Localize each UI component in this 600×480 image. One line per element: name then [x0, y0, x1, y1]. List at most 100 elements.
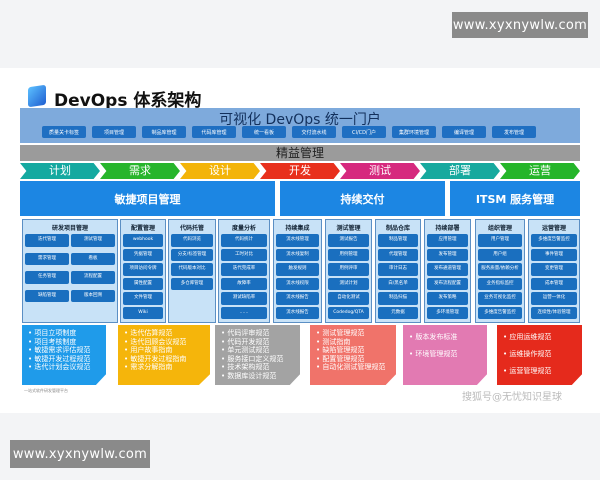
phase-0: 计划 — [20, 163, 100, 179]
column-title: 研发项目管理 — [51, 225, 88, 232]
module-item[interactable]: 版本回溯 — [71, 289, 115, 302]
module-item[interactable]: 缺陷管理 — [25, 289, 69, 302]
module-item[interactable]: 迭代完成率 — [221, 263, 267, 276]
module-item[interactable]: 代理管理 — [378, 248, 418, 261]
portal-button[interactable]: CI/CD门户 — [342, 126, 386, 138]
module-item[interactable]: 变更管理 — [531, 263, 577, 276]
module-item[interactable]: 迭代管理 — [25, 234, 69, 247]
note-item: 迭代回顾会议规范 — [124, 338, 204, 347]
module-item[interactable]: 用户组 — [478, 248, 522, 261]
module-item[interactable]: Codedog/QTA — [328, 306, 369, 319]
module-item[interactable]: 代码统计 — [221, 234, 267, 247]
module-item[interactable]: 服务质量/依赖分析 — [478, 263, 522, 276]
module-item[interactable]: 属性配置 — [123, 277, 163, 290]
module-item[interactable]: 发布通道管理 — [427, 263, 468, 276]
module-item[interactable]: 流水线报告 — [276, 306, 319, 319]
phase-1: 需求 — [100, 163, 180, 179]
column-items: 流水线管理流水线复制触发规则流水线权限流水线报告流水线报告 — [276, 234, 319, 319]
portal-button[interactable]: 项目管理 — [92, 126, 136, 138]
module-item[interactable]: 运营一体化 — [531, 292, 577, 305]
module-item[interactable]: 流水线复制 — [276, 248, 319, 261]
module-item[interactable]: 流水线报告 — [276, 292, 319, 305]
module-item[interactable]: 发布策略 — [427, 292, 468, 305]
module-item[interactable]: 制品扫描 — [378, 292, 418, 305]
module-item[interactable]: …… — [221, 306, 267, 319]
module-item[interactable]: 元数据 — [378, 306, 418, 319]
module-item[interactable]: 任务管理 — [25, 271, 69, 284]
phase-4: 测试 — [340, 163, 420, 179]
module-item[interactable]: 发布流程配置 — [427, 277, 468, 290]
standards-note: 测试管理规范测试指南缺陷管理规范配置管理规范自动化测试管理规范 — [310, 325, 396, 385]
module-item[interactable]: 需求管理 — [25, 252, 69, 265]
module-item[interactable]: 应用管理 — [427, 234, 468, 247]
note-item: 敏捷开发过程指南 — [124, 355, 204, 364]
module-item[interactable]: 流程配置 — [71, 271, 115, 284]
column-title: 运营管理 — [541, 225, 566, 232]
module-item[interactable]: 代码浏览 — [171, 234, 213, 247]
module-item[interactable]: 项目访问令牌 — [123, 263, 163, 276]
column-items: 迭代管理测试管理需求管理看板任务管理流程配置缺陷管理版本回溯 — [25, 234, 115, 302]
module-item[interactable]: 多维度告警监控 — [478, 306, 522, 319]
lean-management-band: 精益管理 — [20, 145, 580, 161]
cube-logo-icon — [28, 84, 46, 108]
standards-note: 迭代估算规范迭代回顾会议规范用户故事指南敏捷开发过程指南需求分解指南 — [118, 325, 210, 385]
module-item[interactable]: 业务可视化监控 — [478, 292, 522, 305]
module-item[interactable]: 成本管理 — [531, 277, 577, 290]
portal-button[interactable]: 代码库管理 — [192, 126, 236, 138]
portal-button[interactable]: 统一看板 — [242, 126, 286, 138]
module-item[interactable]: 事件管理 — [531, 248, 577, 261]
module-item[interactable]: 工时对比 — [221, 248, 267, 261]
module-column: 研发项目管理迭代管理测试管理需求管理看板任务管理流程配置缺陷管理版本回溯 — [22, 219, 118, 323]
module-item[interactable]: 白/黑名单 — [378, 277, 418, 290]
note-item: 数据库设计规范 — [221, 372, 294, 381]
module-item[interactable]: webhook — [123, 234, 163, 247]
module-item[interactable]: 多仓库管理 — [171, 277, 213, 290]
module-column: 度量分析代码统计工时对比迭代完成率故障率测试缺陷率…… — [218, 219, 270, 323]
portal-button[interactable]: 编译管理 — [442, 126, 486, 138]
module-item[interactable]: 多维度告警监控 — [531, 234, 577, 247]
note-item: 代码开发规范 — [221, 338, 294, 347]
module-item[interactable]: 发布管理 — [427, 248, 468, 261]
portal-button[interactable]: 制品库管理 — [142, 126, 186, 138]
portal-button[interactable]: 集群环境管理 — [392, 126, 436, 138]
source-watermark: 搜狐号@无忧知识星球 — [462, 392, 562, 403]
phase-5: 部署 — [420, 163, 500, 179]
module-item[interactable]: 看板 — [71, 252, 115, 265]
note-item: 版本发布标准 — [409, 329, 481, 346]
portal-title: 可视化 DevOps 统一门户 — [219, 112, 381, 128]
module-item[interactable]: 业务指标监控 — [478, 277, 522, 290]
portal-band: 可视化 DevOps 统一门户 质量关卡标签项目管理制品库管理代码库管理统一看板… — [20, 108, 580, 143]
note-item: 技术架构规范 — [221, 363, 294, 372]
module-item[interactable]: 用户管理 — [478, 234, 522, 247]
note-item: 需求分解指南 — [124, 363, 204, 372]
module-item[interactable]: 多环境管理 — [427, 306, 468, 319]
module-item[interactable]: 制品管理 — [378, 234, 418, 247]
portal-button[interactable]: 交付流水线 — [292, 126, 336, 138]
module-item[interactable]: 用例管理 — [328, 248, 369, 261]
module-item[interactable]: 触发规则 — [276, 263, 319, 276]
note-item: 敏捷开发过程规范 — [28, 355, 100, 364]
portal-button[interactable]: 质量关卡标签 — [42, 126, 86, 138]
module-item[interactable]: 代码版本对比 — [171, 263, 213, 276]
header-itsm: ITSM 服务管理 — [450, 181, 580, 216]
module-item[interactable]: 故障率 — [221, 277, 267, 290]
column-title: 持续集成 — [285, 225, 310, 232]
module-item[interactable]: 测试管理 — [71, 234, 115, 247]
module-item[interactable]: 用例评审 — [328, 263, 369, 276]
module-item[interactable]: 流水线管理 — [276, 234, 319, 247]
module-item[interactable]: 审计日志 — [378, 263, 418, 276]
module-item[interactable]: 自动化测试 — [328, 292, 369, 305]
module-item[interactable]: Wiki — [123, 306, 163, 319]
phase-3: 开发 — [260, 163, 340, 179]
module-item[interactable]: 流水线权限 — [276, 277, 319, 290]
module-item[interactable]: 测试报告 — [328, 234, 369, 247]
module-column: 代码托管代码浏览分支/标签管理代码版本对比多仓库管理 — [168, 219, 216, 323]
module-item[interactable]: 连续性/体验管理 — [531, 306, 577, 319]
module-item[interactable]: 测试缺陷率 — [221, 292, 267, 305]
module-item[interactable]: 凭据管理 — [123, 248, 163, 261]
module-item[interactable]: 文件管理 — [123, 292, 163, 305]
portal-button[interactable]: 发布管理 — [492, 126, 536, 138]
module-item[interactable]: 分支/标签管理 — [171, 248, 213, 261]
module-item[interactable]: 测试计划 — [328, 277, 369, 290]
